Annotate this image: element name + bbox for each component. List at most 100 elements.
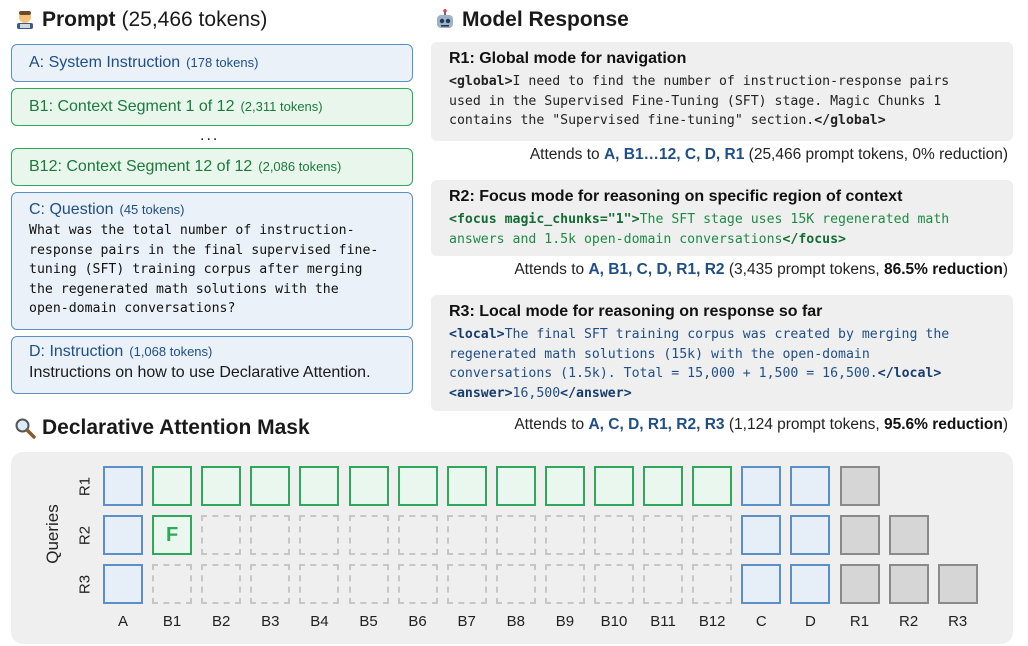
context-segment-12-title: B12: Context Segment 12 of 12 [29,158,253,175]
row-label-r1: R1 [76,476,94,497]
mask-cell-r1-a [103,466,143,506]
mask-cell-r2-b9 [544,515,585,555]
mask-cell-r2-b6 [397,515,438,555]
col-label-b6: B6 [408,613,427,630]
r1-title: R1: Global mode for navigation [449,50,687,67]
col-label-b3: B3 [261,613,280,630]
r2-reduction: 86.5% reduction [883,261,1003,278]
mask-cell-r1-b4 [299,466,340,506]
mask-cell-r3-r1 [839,564,880,604]
mask-cell-r3-b2 [201,564,242,604]
context-segment-12-tokens: (2,086 tokens) [258,159,342,174]
mask-cell-r2-b5 [348,515,389,555]
attends-prefix: Attends to [529,146,604,163]
mask-cell-r1-b9 [544,466,585,506]
mask-cell-r1-b5 [348,466,389,506]
mask-cell-r2-b3 [250,515,291,555]
mask-cell-r1-c [741,466,782,506]
col-label-b11: B11 [650,613,676,630]
mask-cell-r2-c [741,515,782,555]
col-label-b1: B1 [162,613,182,630]
local-open-tag: <local> [449,327,505,342]
mask-cell-r1-b3 [250,466,291,506]
response-title: Model Response [462,8,629,31]
r2-title: R2: Focus mode for reasoning on specific… [449,188,903,205]
mask-cell-r2-b7 [446,515,487,555]
coder-emoji-icon [17,11,33,29]
queries-axis-label: Queries [43,504,62,564]
col-label-b10: B10 [600,613,628,630]
col-label-b8: B8 [506,613,525,630]
col-label-r1: R1 [849,613,870,630]
mask-cell-r2-b8 [495,515,536,555]
col-label-b12: B12 [698,613,726,630]
r3-title: R3: Local mode for reasoning on response… [449,303,823,320]
mask-heading: Declarative Attention Mask [14,416,310,440]
answer-value: 16,500 [512,385,561,401]
mask-cell-r3-d [790,564,831,604]
r2-code: <focus magic_chunks="1">The SFT stage us… [449,210,995,249]
r3-attends-list: A, C, D, R1, R2, R3 [588,416,725,433]
global-open-tag: <global> [449,74,513,89]
r2-attends-stats: (3,435 prompt tokens, [728,261,884,278]
r3-line: The final SFT training corpus was create… [504,327,950,342]
response-heading: Model Response [434,8,629,32]
r3-box: R3: Local mode for reasoning on response… [431,295,1013,411]
r1-attends-stats: (25,466 prompt tokens, 0% reduction) [748,146,1008,163]
global-close-tag: </global> [814,113,886,128]
r3-code: <local>The final SFT training corpus was… [449,325,995,403]
question-line: the regenerated math solutions with the [29,281,339,297]
r1-line: contains the "Supervised fine-tuning" se… [449,113,815,128]
col-label-b4: B4 [310,613,329,630]
robot-emoji-icon [437,9,453,28]
r1-attends-list: A, B1…12, C, D, R1 [603,146,745,163]
mask-cell-r2-b1: F [152,515,193,555]
mask-cell-r2-b11 [643,515,684,555]
magnifier-emoji-icon [15,418,36,439]
question-line: What was the total number of instruction… [29,223,355,238]
mask-cell-r3-c [741,564,782,604]
context-segment-1-box: B1: Context Segment 1 of 12(2,311 tokens… [11,88,413,126]
r3-attends-stats: (1,124 prompt tokens, [728,416,884,433]
mask-cell-r3-b11 [643,564,684,604]
r2-line: answers and 1.5k open-domain conversatio… [449,231,783,247]
col-label-r3: R3 [948,613,968,630]
col-label-b2: B2 [212,613,231,630]
attends-end: ) [1002,261,1008,278]
col-label-r2: R2 [899,613,919,630]
focus-close-tag: </focus> [782,231,846,247]
mask-cell-r3-b5 [348,564,389,604]
context-segment-1-title: B1: Context Segment 1 of 12 [29,98,235,115]
row-label-r3: R3 [76,574,94,595]
r1-box: R1: Global mode for navigation <global>I… [431,42,1013,141]
system-instruction-tokens: (178 tokens) [186,55,259,70]
col-label-a: A [117,613,128,630]
mask-title: Declarative Attention Mask [42,416,310,439]
instruction-text: Instructions on how to use Declarative A… [29,364,371,381]
mask-cell-r1-b6 [397,466,438,506]
prompt-tokens: (25,466 tokens) [121,8,268,31]
mask-cell-r1-b11 [643,466,684,506]
r2-attends: Attends to A, B1, C, D, R1, R2 (3,435 pr… [514,261,1008,279]
mask-cell-r3-r2 [888,564,929,604]
r1-line: I need to find the number of instruction… [512,74,950,89]
question-line: open-domain conversations? [29,301,236,316]
mask-cell-r3-b3 [250,564,291,604]
mask-cell-r3-b1 [152,564,193,604]
col-label-b7: B7 [457,613,476,630]
answer-open-tag: <answer> [449,385,513,401]
mask-cell-r3-b9 [544,564,585,604]
r1-attends: Attends to A, B1…12, C, D, R1 (25,466 pr… [530,146,1008,164]
mask-cell-r2-a [103,515,143,555]
question-line: tuning (SFT) training corpus after mergi… [29,262,363,277]
mask-cell-r3-b7 [446,564,487,604]
mask-cell-r1-r1 [839,466,880,506]
mask-cell-r1-b2 [201,466,242,506]
col-label-b9: B9 [555,613,575,630]
mask-cell-r2-b2 [201,515,242,555]
context-segment-12-box: B12: Context Segment 12 of 12 (2,086 toke… [11,148,413,186]
instruction-title: D: Instruction [29,343,124,360]
mask-cell-r2-r1 [839,515,880,555]
r3-attends: Attends to A, C, D, R1, R2, R3 (1,124 pr… [514,416,1008,434]
